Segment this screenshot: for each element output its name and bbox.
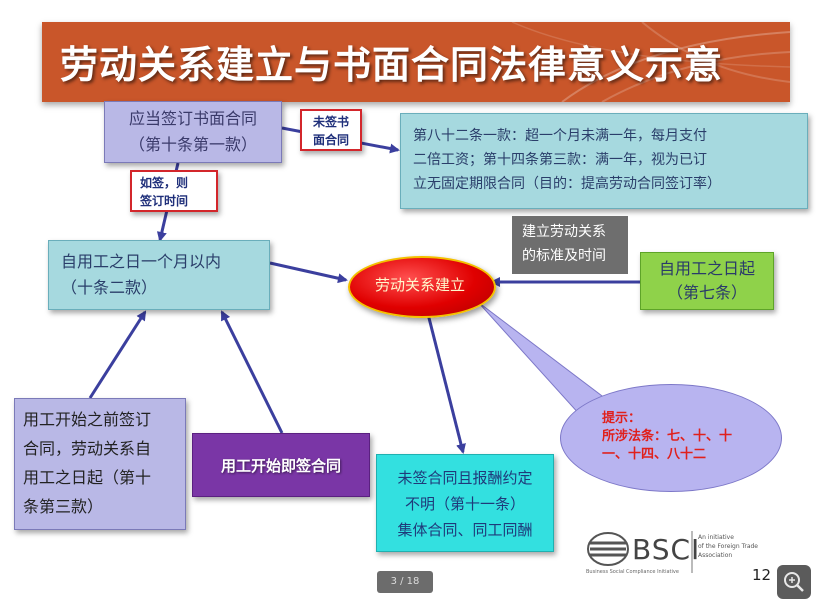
zoom-in-icon: [784, 572, 804, 592]
article82-box: 第八十二条一款：超一个月未满一年，每月支付 二倍工资；第十四条第三款：满一年，视…: [400, 113, 808, 209]
bsci-globe-icon: [587, 531, 693, 573]
arrow-before-to-month: [88, 310, 147, 399]
standard-line-2: 的标准及时间: [522, 248, 606, 264]
sign-at-start-label: 用工开始即签合同: [220, 457, 341, 475]
standard-box: 建立劳动关系 的标准及时间: [512, 216, 628, 274]
should-sign-line-2: （第十条第一款）: [128, 135, 257, 154]
within-month-box: 自用工之日一个月以内 （十条二款）: [48, 240, 270, 310]
no-sign-line-2: 面合同: [312, 133, 349, 147]
should-sign-line-1: 应当签订书面合同: [128, 109, 257, 128]
unsigned-box: 未签合同且报酬约定 不明（第十一条） 集体合同、同工同酬: [376, 454, 554, 552]
from-day-line-2: （第七条）: [666, 283, 747, 302]
page-title: 劳动关系建立与书面合同法律意义示意: [60, 42, 724, 87]
bsci-side-2: of the Foreign Trade: [698, 543, 758, 550]
bsci-side-1: An initiative: [698, 534, 734, 541]
slide-page-number: 12: [752, 566, 772, 584]
bsci-side-3: Association: [698, 552, 733, 559]
if-signed-line-2: 签订时间: [140, 194, 189, 208]
unsigned-line-2: 不明（第十一条）: [404, 495, 525, 513]
title-bar: 劳动关系建立与书面合同法律意义示意: [42, 22, 790, 102]
bsci-logo: BSCI Business Social Compliance Initiati…: [584, 523, 769, 579]
standard-line-1: 建立劳动关系: [522, 224, 606, 240]
unsigned-line-3: 集体合同、同工同酬: [397, 521, 533, 539]
page-indicator: 3 / 18: [377, 571, 433, 593]
from-day-line-1: 自用工之日起: [658, 259, 755, 278]
hint-line-2: 一、十四、八十二: [602, 447, 707, 462]
article82-line-3: 立无固定期限合同（目的：提高劳动合同签订率）: [413, 176, 721, 192]
within-month-line-2: （十条二款）: [61, 278, 158, 297]
hint-title: 提示：: [602, 411, 642, 426]
hint-text: 提示： 所涉法条：七、十、十 一、十四、八十二: [602, 410, 732, 464]
arrow-month-to-relation: [269, 261, 348, 284]
article82-line-1: 第八十二条一款：超一个月未满一年，每月支付: [413, 128, 707, 144]
zoom-button[interactable]: [777, 565, 811, 599]
from-day-box: 自用工之日起 （第七条）: [640, 252, 774, 310]
unsigned-line-1: 未签合同且报酬约定: [397, 469, 533, 487]
before-sign-box: 用工开始之前签订 合同，劳动关系自 用工之日起（第十 条第三款）: [14, 398, 186, 530]
hint-bubble: [560, 384, 782, 492]
before-sign-line-1: 用工开始之前签订: [23, 410, 152, 429]
before-sign-line-2: 合同，劳动关系自: [23, 439, 152, 458]
labor-relation-label: 劳动关系建立: [374, 276, 465, 294]
arrow-relation-to-unsigned: [426, 313, 466, 454]
bsci-side-text: An initiative of the Foreign Trade Assoc…: [698, 533, 758, 560]
if-signed-label: 如签，则 签订时间: [130, 170, 218, 212]
should-sign-box: 应当签订书面合同 （第十条第一款）: [104, 101, 282, 163]
hint-line-1: 所涉法条：七、十、十: [602, 429, 733, 444]
labor-relation-ellipse: [348, 256, 496, 318]
before-sign-line-4: 条第三款）: [23, 497, 104, 516]
bsci-subtitle: Business Social Compliance Initiative: [586, 569, 679, 575]
article82-line-2: 二倍工资；第十四条第三款：满一年，视为已订: [413, 152, 707, 168]
no-sign-label: 未签书 面合同: [300, 109, 362, 151]
within-month-line-1: 自用工之日一个月以内: [61, 252, 222, 271]
bsci-name: BSCI: [632, 533, 701, 566]
sign-at-start-box: 用工开始即签合同: [192, 433, 370, 497]
title-decoration: [511, 22, 790, 102]
arrow-start-to-month: [220, 310, 284, 434]
if-signed-line-1: 如签，则: [140, 176, 189, 190]
before-sign-line-3: 用工之日起（第十: [23, 468, 152, 487]
no-sign-line-1: 未签书: [312, 115, 349, 129]
